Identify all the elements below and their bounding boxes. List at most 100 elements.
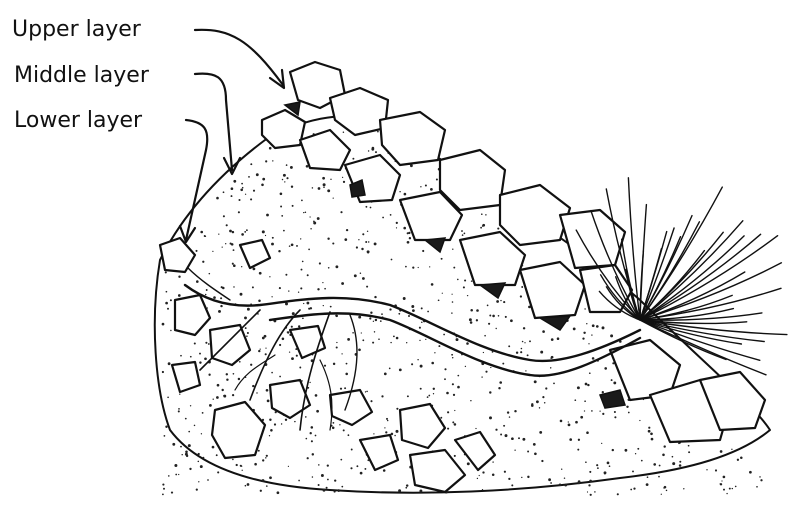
soil-dot: [209, 273, 211, 275]
soil-dot: [232, 459, 234, 461]
soil-dot: [241, 465, 242, 466]
soil-dot: [418, 267, 419, 268]
soil-dot: [614, 411, 616, 413]
soil-dot: [594, 491, 596, 493]
soil-dot: [545, 387, 547, 389]
soil-dot: [233, 249, 235, 251]
soil-dot: [601, 443, 602, 444]
soil-dot: [360, 272, 361, 273]
soil-dot: [218, 310, 221, 313]
soil-dot: [330, 179, 331, 180]
soil-dot: [240, 293, 243, 296]
soil-dot: [366, 391, 368, 393]
soil-dot: [330, 306, 332, 308]
soil-dot: [248, 176, 250, 178]
soil-dot: [732, 488, 733, 489]
soil-dot: [430, 188, 433, 191]
soil-dot: [584, 410, 585, 411]
soil-dot: [650, 432, 653, 435]
soil-dot: [389, 368, 391, 370]
soil-dot: [584, 308, 585, 309]
soil-dot: [433, 393, 434, 394]
soil-dot: [496, 300, 499, 303]
soil-dot: [405, 266, 407, 268]
soil-dot: [332, 242, 334, 244]
soil-dot: [274, 423, 276, 425]
soil-dot: [198, 461, 200, 463]
soil-dot: [305, 211, 307, 213]
soil-dot: [290, 166, 293, 169]
soil-dot: [544, 402, 546, 404]
soil-dot: [492, 315, 495, 318]
soil-dot: [226, 378, 228, 380]
soil-dot: [637, 448, 639, 450]
soil-dot: [344, 387, 346, 389]
soil-dot: [318, 187, 321, 190]
soil-dot: [464, 233, 466, 235]
soil-dot: [233, 264, 236, 267]
soil-dot: [258, 350, 260, 352]
soil-dot: [463, 286, 465, 288]
soil-dot: [760, 479, 762, 481]
soil-dot: [444, 378, 446, 380]
soil-dot: [525, 370, 526, 371]
soil-dot: [300, 287, 302, 289]
soil-dot: [165, 302, 168, 305]
soil-dot: [324, 288, 326, 290]
soil-dot: [253, 190, 255, 192]
soil-dot: [180, 446, 182, 448]
soil-dot: [242, 470, 243, 471]
soil-dot: [260, 348, 261, 349]
soil-dot: [427, 311, 429, 313]
soil-dot: [291, 185, 293, 187]
soil-dot: [583, 332, 585, 334]
soil-dot: [239, 361, 241, 363]
soil-dot: [664, 445, 666, 447]
soil-dot: [167, 308, 169, 310]
soil-dot: [453, 394, 455, 396]
soil-dot: [196, 280, 199, 283]
soil-dot: [467, 462, 470, 465]
soil-dot: [216, 396, 219, 399]
soil-dot: [283, 174, 286, 177]
soil-dot: [597, 467, 599, 469]
soil-dot: [272, 160, 273, 161]
grass-blade: [640, 187, 722, 320]
soil-dot: [220, 305, 222, 307]
soil-dot: [302, 261, 304, 263]
soil-dot: [285, 419, 287, 421]
soil-dot: [383, 469, 386, 472]
soil-dot: [639, 420, 640, 421]
soil-dot: [487, 305, 489, 307]
soil-dot: [425, 184, 427, 186]
soil-dot: [454, 423, 457, 426]
soil-dot: [370, 312, 372, 314]
soil-dot: [434, 352, 435, 353]
soil-dot: [264, 335, 267, 338]
soil-dot: [495, 328, 496, 329]
soil-dot: [312, 187, 314, 189]
soil-dot: [162, 484, 164, 486]
soil-dot: [648, 430, 651, 433]
soil-dot: [386, 418, 388, 420]
soil-dot: [586, 323, 587, 324]
soil-dot: [358, 239, 359, 240]
soil-dot: [500, 434, 502, 436]
soil-dot: [207, 479, 209, 481]
soil-dot: [201, 433, 202, 434]
soil-dot: [476, 309, 479, 312]
soil-dot: [664, 486, 667, 489]
soil-dot: [447, 411, 449, 413]
soil-dot: [327, 464, 329, 466]
soil-dot: [542, 396, 544, 398]
soil-dot: [584, 400, 586, 402]
soil-dot: [372, 147, 375, 150]
soil-dot: [294, 421, 295, 422]
soil-dot: [262, 230, 265, 233]
soil-dot: [339, 424, 340, 425]
soil-dot: [509, 416, 510, 417]
soil-dot: [242, 187, 244, 189]
soil-dot: [540, 351, 543, 354]
soil-dot: [613, 381, 616, 384]
soil-dot: [403, 227, 406, 230]
